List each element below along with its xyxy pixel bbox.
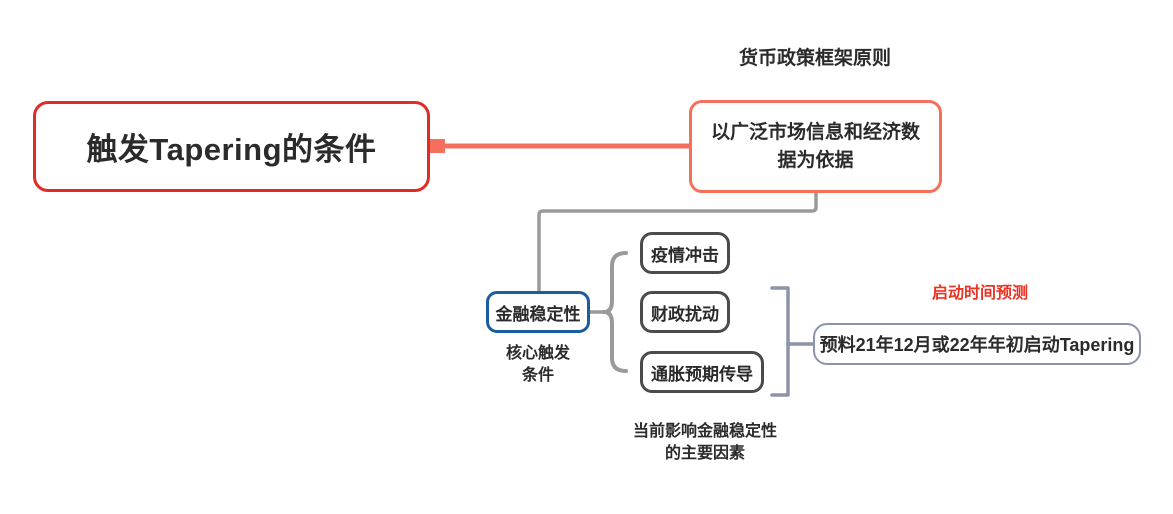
node-forecast-tapering-start[interactable]: 预料21年12月或22年年初启动Tapering <box>813 323 1141 365</box>
caption-main-factors: 当前影响金融稳定性 的主要因素 <box>632 423 777 462</box>
caption-launch-time-forecast: 启动时间预测 <box>931 285 1028 302</box>
node-financial-stability[interactable]: 金融稳定性 <box>486 291 590 333</box>
connector-brace-factors <box>588 251 628 373</box>
connector-root-principle <box>428 139 689 153</box>
caption-monetary-policy-framework: 货币政策框架原则 <box>738 48 891 69</box>
node-root-trigger-conditions[interactable]: 触发Tapering的条件 <box>33 101 430 192</box>
node-factor-pandemic-shock[interactable]: 疫情冲击 <box>640 232 730 274</box>
connector-bracket-forecast <box>770 286 815 397</box>
caption-core-trigger-condition: 核心触发 条件 <box>505 345 570 384</box>
node-factor-inflation-expectation[interactable]: 通胀预期传导 <box>640 351 764 393</box>
node-principle-market-data[interactable]: 以广泛市场信息和经济数据为依据 <box>689 100 942 193</box>
node-factor-fiscal-disturbance[interactable]: 财政扰动 <box>640 291 730 333</box>
